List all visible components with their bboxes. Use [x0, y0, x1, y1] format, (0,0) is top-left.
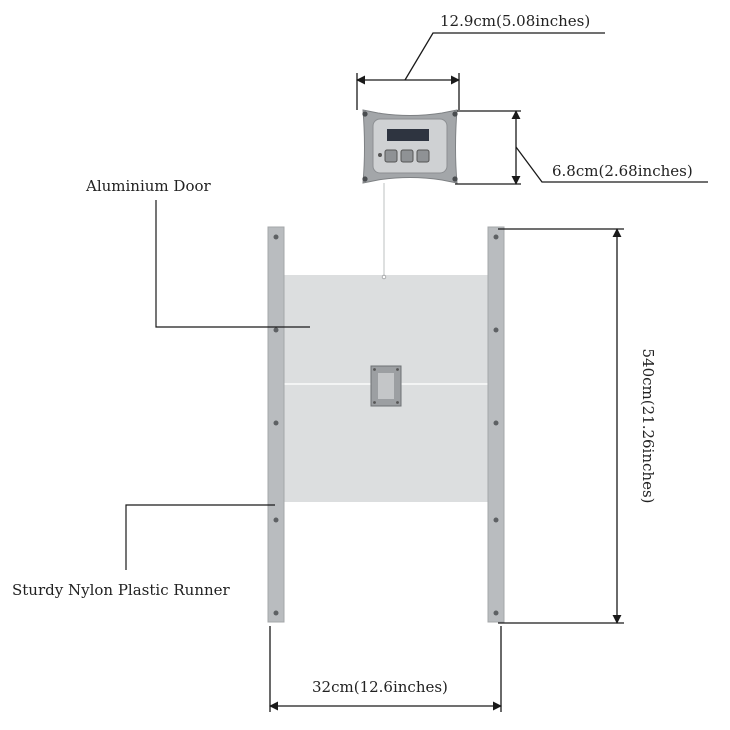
cord-attachment — [381, 274, 387, 280]
controller-screw-br — [452, 176, 458, 182]
runner-height-label: 540cm(21.26inches) — [639, 349, 657, 504]
controller-width-dimension — [356, 32, 605, 110]
controller-height-label: 6.8cm(2.68inches) — [552, 162, 693, 180]
controller-button-right[interactable] — [416, 149, 430, 163]
runner-label: Sturdy Nylon Plastic Runner — [12, 581, 231, 599]
controller-button-left[interactable] — [384, 149, 398, 163]
runner-height-dimension — [498, 228, 624, 624]
controller-unit — [362, 109, 458, 184]
controller-height-dimension — [455, 110, 708, 185]
controller-screw-tl — [362, 111, 368, 117]
controller-led-icon — [378, 153, 382, 157]
runner-screws — [273, 234, 499, 616]
controller-screw-tr — [452, 111, 458, 117]
total-width-label: 32cm(12.6inches) — [312, 678, 448, 696]
door-leader-line — [155, 200, 310, 328]
controller-screw-bl — [362, 176, 368, 182]
runner-leader-line — [125, 504, 275, 570]
controller-button-middle[interactable] — [400, 149, 414, 163]
controller-panel — [372, 118, 448, 174]
controller-width-label: 12.9cm(5.08inches) — [440, 12, 590, 30]
total-width-dimension — [269, 626, 502, 712]
door-latch-bracket — [370, 365, 402, 407]
door-label: Aluminium Door — [85, 177, 212, 195]
controller-lcd-screen — [387, 129, 429, 141]
